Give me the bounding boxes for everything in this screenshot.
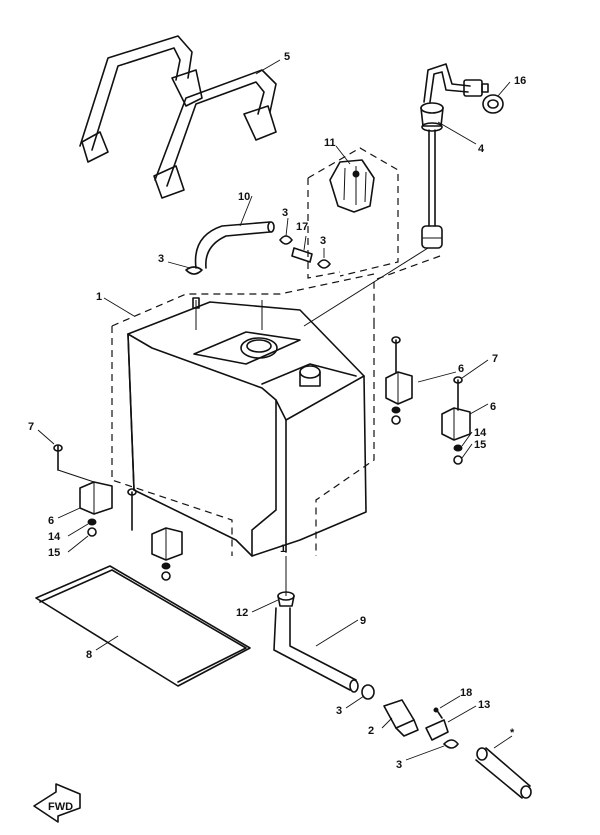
callout-4: 4 xyxy=(478,143,485,155)
callout-14b: 14 xyxy=(48,531,61,543)
leader-lines xyxy=(37,59,513,761)
forward-direction-arrow: FWD xyxy=(33,783,81,823)
callout-5: 5 xyxy=(284,51,290,63)
callout-3d: 3 xyxy=(336,705,342,717)
callout-3a: 3 xyxy=(282,207,288,219)
washer-nut xyxy=(87,406,463,581)
callout-1: 1 xyxy=(96,291,102,303)
hose-clamp xyxy=(185,235,331,275)
callout-9: 9 xyxy=(360,615,366,627)
callout-15b: 15 xyxy=(48,547,60,559)
svg-text:1: 1 xyxy=(280,543,286,555)
callout-6b: 6 xyxy=(490,401,496,413)
callout-15a: 15 xyxy=(474,439,486,451)
callout-6c: 6 xyxy=(48,515,54,527)
hose-joint xyxy=(291,247,313,263)
outlet-hose xyxy=(475,747,532,799)
tank-mat xyxy=(35,565,251,687)
tank-holder-bracket xyxy=(79,371,471,561)
hose-clamp-lower xyxy=(361,684,459,749)
tank-straps xyxy=(79,35,277,199)
bolt xyxy=(53,336,463,531)
callout-11: 11 xyxy=(324,137,336,149)
fuel-tank: 1 xyxy=(127,301,367,557)
fuel-hose xyxy=(273,607,359,693)
grommet xyxy=(482,94,504,114)
callout-2: 2 xyxy=(368,725,374,737)
filter-bracket xyxy=(425,707,449,741)
callout-3b: 3 xyxy=(320,235,326,247)
callout-7b: 7 xyxy=(28,421,34,433)
callout-13: 13 xyxy=(478,699,490,711)
callout-10: 10 xyxy=(238,191,250,203)
callout-8: 8 xyxy=(86,649,92,661)
fuel-filter xyxy=(383,699,419,737)
callout-star: * xyxy=(510,727,515,739)
callout-17: 17 xyxy=(296,221,308,233)
callout-3e: 3 xyxy=(396,759,402,771)
filler-cap xyxy=(329,159,375,213)
fuel-pickup-fitting xyxy=(277,591,295,607)
callout-7a: 7 xyxy=(492,353,498,365)
callout-labels: 1 2 3 3 3 3 3 4 5 6 6 6 7 7 8 9 10 11 12… xyxy=(28,51,526,771)
callout-14a: 14 xyxy=(474,427,487,439)
callout-18: 18 xyxy=(460,687,472,699)
callout-16: 16 xyxy=(514,75,526,87)
fuel-sender-unit xyxy=(420,63,489,249)
assembly-guide-lines xyxy=(111,147,441,596)
callout-6a: 6 xyxy=(458,363,464,375)
vent-hose xyxy=(194,221,275,269)
callout-12: 12 xyxy=(236,607,248,619)
callout-3c: 3 xyxy=(158,253,164,265)
fwd-label: FWD xyxy=(48,801,73,813)
